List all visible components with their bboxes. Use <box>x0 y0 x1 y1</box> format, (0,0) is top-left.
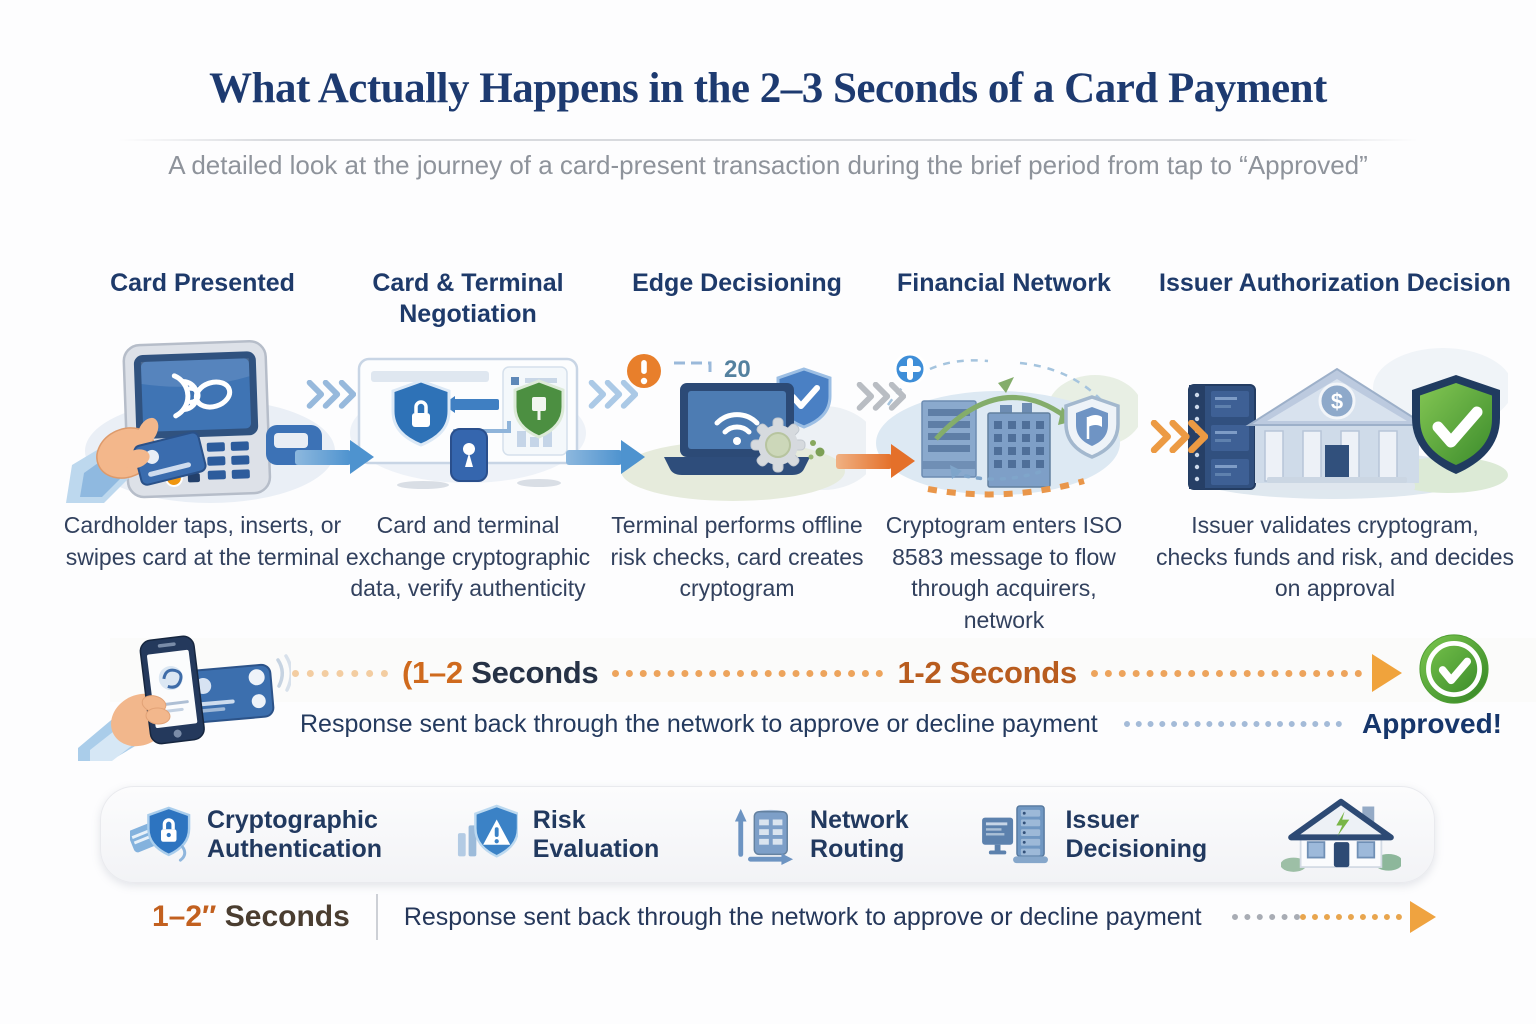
flow-arrow <box>566 440 645 474</box>
approved-check-badge-icon <box>1419 634 1489 704</box>
arrowhead-icon <box>1372 654 1403 692</box>
stage-title: Edge Decisioning <box>632 269 842 297</box>
blue-shield-icon <box>391 379 451 447</box>
shield-lock-icon <box>130 806 191 862</box>
lock-icon <box>450 428 488 482</box>
annotation-20: 20 <box>724 356 751 383</box>
stage-title: Card & Terminal Negotiation <box>372 269 564 328</box>
laptop-gear-shield-icon: 20 <box>621 354 866 501</box>
stage-title: Financial Network <box>897 269 1111 297</box>
legend-item-issuer-decisioning: Issuer Decisioning <box>982 804 1207 866</box>
phone-icon <box>139 635 205 745</box>
arrowhead-icon <box>1410 901 1436 933</box>
dotted-line <box>292 669 388 677</box>
stage-description: Cardholder taps, inserts, or swipes card… <box>63 512 342 570</box>
green-arc-arrow <box>934 395 1068 441</box>
wifi-icon <box>714 412 760 435</box>
approved-label: Approved! <box>1362 708 1502 739</box>
stage-card-terminal-negotiation: Card & Terminal Negotiation <box>333 268 603 601</box>
stage-title: Issuer Authorization Decision <box>1159 269 1511 297</box>
server-rack-icon <box>1187 384 1256 490</box>
building-2 <box>987 403 1051 488</box>
green-shield-icon <box>513 379 565 439</box>
pos-terminal-icon <box>66 339 335 503</box>
hand-with-card <box>66 417 207 503</box>
alert-icon <box>627 354 661 388</box>
stage-card-presented: Card Presented <box>60 268 345 570</box>
duration-label-right: 1-2 Seconds <box>897 655 1077 690</box>
hand-phone-card-icon <box>76 616 293 766</box>
stage-issuer-authorization: Issuer Authorization Decision <box>1155 268 1515 601</box>
approved-shield-icon <box>1411 375 1500 474</box>
legend-label: Cryptographic Authentication <box>207 805 382 863</box>
dotted-line-gray <box>1231 914 1301 920</box>
flow-arrow <box>295 440 374 474</box>
stage-financial-network: Financial Network <box>870 268 1138 633</box>
title-divider <box>118 139 1418 141</box>
house-icon <box>1280 798 1401 872</box>
response-row: Response sent back through the network t… <box>300 702 1502 746</box>
legend-item-risk-evaluation: Risk Evaluation <box>456 804 659 866</box>
chevrons-icon <box>1150 420 1208 454</box>
legend-item-house <box>1280 797 1401 873</box>
footer-response-text: Response sent back through the network t… <box>403 902 1202 931</box>
footer-duration: 1–2″ Seconds <box>152 900 350 933</box>
stage-description: Cryptogram enters ISO 8583 message to fl… <box>885 512 1123 634</box>
footer-row: 1–2″ Seconds Response sent back through … <box>100 891 1436 943</box>
card-shields-lock-icon <box>350 357 586 489</box>
dotted-line-blue <box>1123 721 1342 727</box>
bank-icon: $ <box>1245 367 1428 490</box>
duration-label-left: (1–2 Seconds <box>402 655 599 690</box>
response-text: Response sent back through the network t… <box>300 709 1098 738</box>
stages-row: Card Presented <box>0 268 1536 633</box>
legend-label: Risk Evaluation <box>532 805 660 863</box>
stage-description: Card and terminal exchange cryptographic… <box>345 512 591 602</box>
chevrons-icon <box>856 382 906 411</box>
network-shield-icon <box>1064 395 1120 459</box>
stage-description: Terminal performs offline risk checks, c… <box>610 512 864 602</box>
dotted-line-orange <box>1300 914 1402 920</box>
building-arrows-icon <box>734 808 794 865</box>
stage-description: Issuer validates cryptogram, checks fund… <box>1156 512 1514 602</box>
shield-alert-icon <box>457 804 518 858</box>
chevrons-icon <box>588 380 638 409</box>
timeline-row: (1–2 Seconds 1-2 Seconds <box>292 634 1490 704</box>
flow-arrow <box>836 444 915 478</box>
dotted-line <box>1090 669 1363 677</box>
page-title: What Actually Happens in the 2–3 Seconds… <box>209 65 1327 112</box>
dotted-line <box>612 669 884 677</box>
legend-item-cryptographic-authentication: Cryptographic Authentication <box>130 804 382 866</box>
keypad <box>206 441 250 480</box>
page-subtitle: A detailed look at the journey of a card… <box>168 150 1368 180</box>
legend-bar: Cryptographic Authentication Risk Evalua… <box>100 786 1435 883</box>
chevrons-icon <box>306 380 356 409</box>
server-stack-icon <box>982 804 1049 863</box>
legend-item-network-routing: Network Routing <box>733 804 909 866</box>
legend-label: Network Routing <box>810 805 909 863</box>
legend-label: Issuer Decisioning <box>1065 805 1208 863</box>
divider <box>375 894 378 940</box>
stage-edge-decisioning: Edge Decisioning 20 <box>608 268 866 601</box>
dollar-symbol: $ <box>1330 389 1342 414</box>
network-buildings-icon <box>876 352 1138 498</box>
gear-icon <box>750 417 806 473</box>
stage-title: Card Presented <box>110 269 295 297</box>
bank-shield-check-icon: $ <box>1187 348 1508 499</box>
plus-circle-icon <box>893 352 927 386</box>
contactless-icon <box>171 373 233 419</box>
